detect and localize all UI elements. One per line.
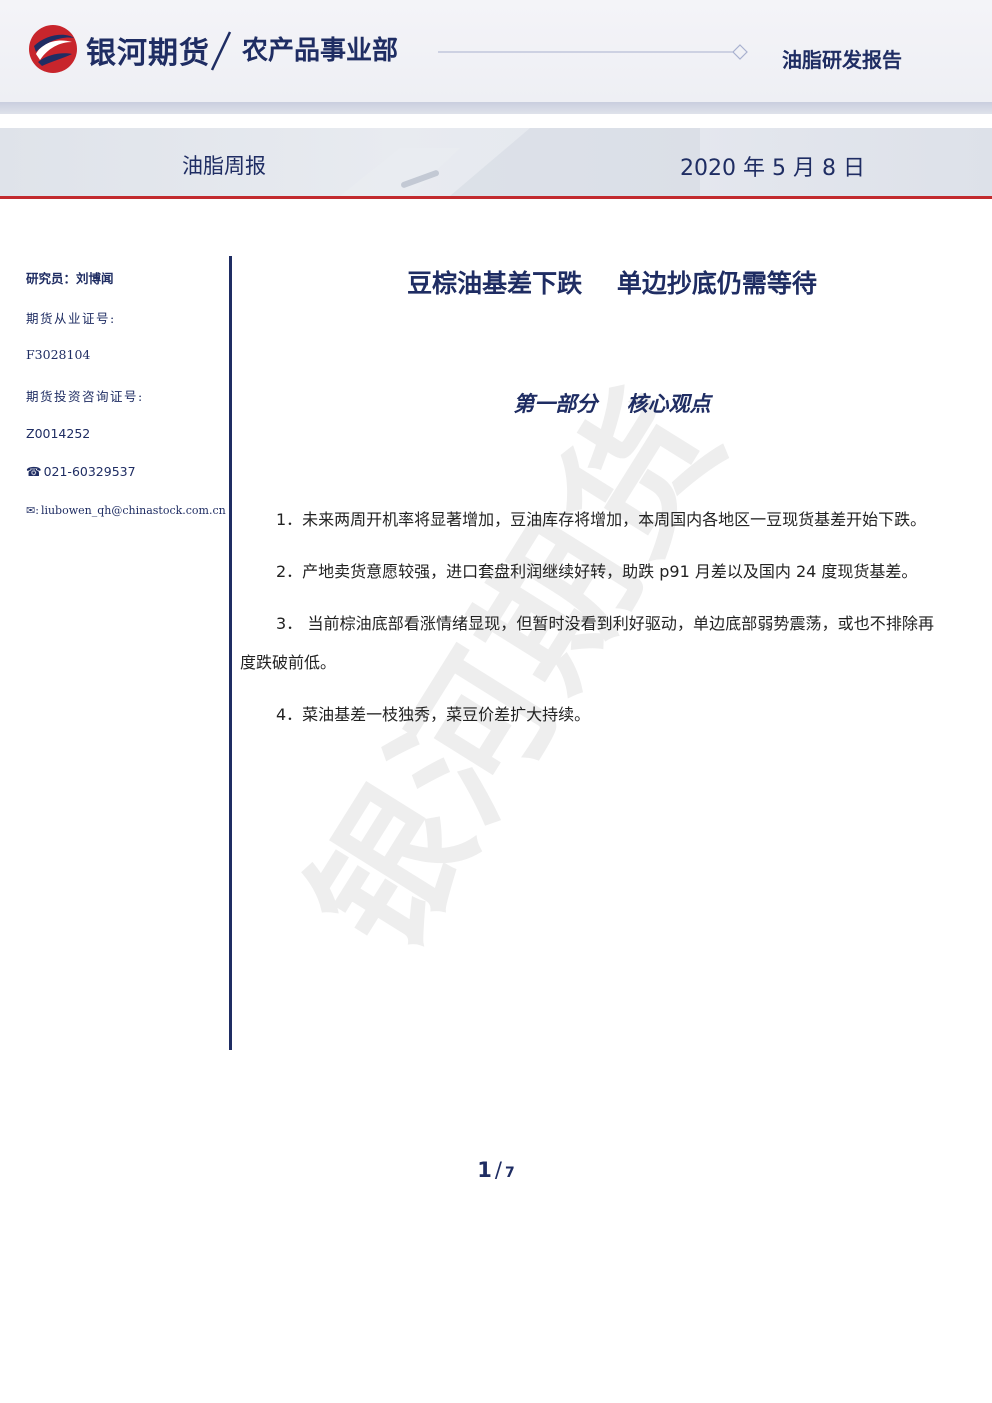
- band-decoration: [340, 128, 700, 196]
- phone-icon: ☎: [26, 464, 42, 479]
- company-name: 银河期货: [86, 36, 210, 71]
- consult-license-label: 期货投资咨询证号:: [26, 389, 144, 404]
- email-address[interactable]: liubowen_qh@chinastock.com.cn: [40, 504, 226, 517]
- core-point-3: 3． 当前棕油底部看涨情绪显现，但暂时没看到利好驱动，单边底部弱势震荡，或也不排…: [240, 614, 934, 672]
- report-date: 2020 年 5 月 8 日: [680, 156, 865, 181]
- page-separator: /: [494, 1158, 502, 1182]
- section-title: 第一部分 核心观点: [513, 392, 711, 416]
- report-name: 油脂周报: [182, 154, 266, 178]
- galaxy-logo-icon: [29, 25, 77, 73]
- phone-row: ☎021-60329537: [26, 464, 136, 479]
- core-points: 1．未来两周开机率将显著增加，豆油库存将增加，本周国内各地区一豆现货基差开始下跌…: [240, 500, 934, 747]
- researcher-name: 研究员：刘博闻: [26, 271, 114, 286]
- band-red-line: [0, 196, 992, 199]
- current-page: 1: [477, 1158, 492, 1182]
- core-point-4: 4．菜油基差一枝独秀，菜豆价差扩大持续。: [276, 705, 591, 724]
- futures-license-label: 期货从业证号:: [26, 311, 116, 326]
- total-pages: 7: [504, 1165, 515, 1181]
- header-rule-diamond: [438, 44, 748, 60]
- envelope-icon: ✉:: [26, 504, 39, 517]
- consult-license-number: Z0014252: [26, 426, 91, 441]
- page-header: 银河期货 农产品事业部 油脂研发报告: [0, 0, 992, 102]
- header-underline: [0, 102, 992, 114]
- title-band: [0, 128, 992, 196]
- email-row[interactable]: ✉:liubowen_qh@chinastock.com.cn: [26, 504, 226, 517]
- phone-number: 021-60329537: [43, 464, 136, 479]
- core-point-2: 2．产地卖货意愿较强，进口套盘利润继续好转，助跌 p91 月差以及国内 24 度…: [276, 562, 918, 581]
- report-type: 油脂研发报告: [782, 48, 902, 72]
- page-number: 1/7: [0, 1158, 992, 1182]
- futures-license-number: F3028104: [26, 347, 91, 362]
- slash-divider: [210, 31, 232, 71]
- report-title: 豆棕油基差下跌 单边抄底仍需等待: [407, 269, 817, 298]
- core-point-1: 1．未来两周开机率将显著增加，豆油库存将增加，本周国内各地区一豆现货基差开始下跌…: [276, 510, 927, 529]
- department-name: 农产品事业部: [242, 36, 399, 66]
- sidebar-divider: [229, 256, 232, 1050]
